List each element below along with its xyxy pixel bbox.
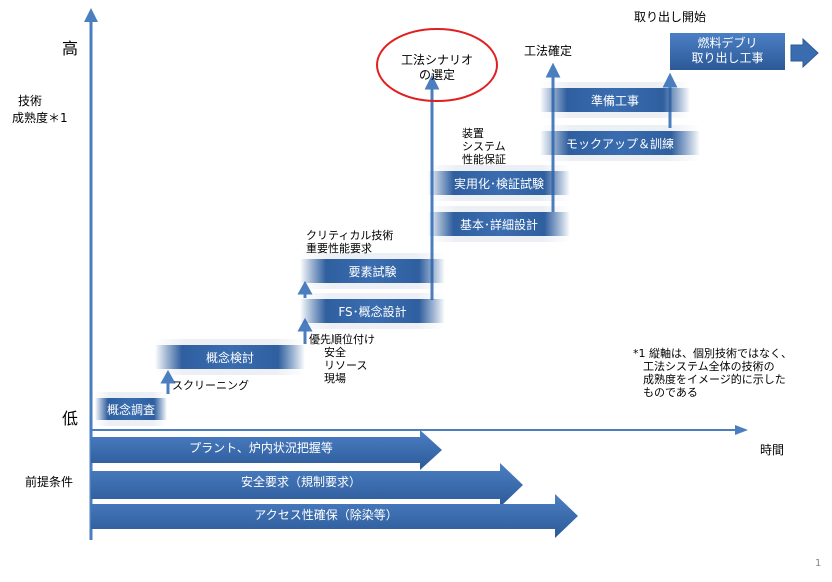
stage-element-test: 要素試験 bbox=[300, 253, 445, 289]
priority-site: 現場 bbox=[324, 372, 346, 385]
footnote-line-3: 成熟度をイメージ的に示した bbox=[643, 373, 786, 386]
scenario-line-2: の選定 bbox=[418, 68, 455, 82]
method-fixed-label: 工法確定 bbox=[524, 44, 573, 58]
continue-arrow-icon bbox=[790, 37, 819, 69]
premise-arrow-3 bbox=[91, 494, 578, 538]
x-axis bbox=[91, 425, 748, 435]
final-box: 燃料デブリ 取り出し工事 bbox=[670, 36, 785, 66]
stage-preparation-work: 準備工事 bbox=[540, 82, 690, 118]
scenario-circle bbox=[376, 28, 498, 102]
critical-perf-label: 重要性能要求 bbox=[306, 242, 372, 255]
stage-detailed-design: 基本･詳細設計 bbox=[428, 206, 570, 242]
footnote: *1 縦軸は、個別技術ではなく、 工法システム全体の技術の 成熟度をイメージ的に… bbox=[633, 347, 792, 399]
y-axis-label-1: 技術 bbox=[18, 94, 43, 108]
priority-label: 優先順位付け bbox=[309, 333, 375, 346]
stage-fs-concept-design: FS･概念設計 bbox=[300, 293, 445, 329]
final-box-line-2: 取り出し工事 bbox=[691, 51, 764, 65]
x-axis-label: 時間 bbox=[760, 443, 785, 457]
footnote-line-1: *1 縦軸は、個別技術ではなく、 bbox=[633, 347, 792, 360]
axis-high: 高 bbox=[62, 39, 79, 58]
system-label: システム bbox=[462, 140, 506, 153]
critical-tech-label: クリティカル技術 bbox=[306, 229, 394, 242]
premise-access: アクセス性確保（除染等） bbox=[254, 508, 398, 522]
scenario-line-1: 工法シナリオ bbox=[400, 53, 473, 67]
premise-safety: 安全要求（規制要求） bbox=[240, 475, 361, 489]
final-box-line-1: 燃料デブリ bbox=[697, 36, 758, 50]
premise-label: 前提条件 bbox=[25, 475, 74, 489]
final-box-bg bbox=[670, 33, 785, 70]
footnote-line-2: 工法システム全体の技術の bbox=[643, 360, 775, 373]
screening-label: スクリーニング bbox=[172, 379, 249, 392]
start-removal-label: 取り出し開始 bbox=[634, 10, 707, 24]
axis-low: 低 bbox=[62, 409, 79, 428]
priority-safety: 安全 bbox=[324, 346, 346, 359]
page-number: 1 bbox=[815, 558, 822, 569]
premise-arrow-2 bbox=[91, 463, 523, 507]
stage-concept-study: 概念検討 bbox=[155, 339, 305, 375]
performance-label: 性能保証 bbox=[462, 153, 506, 166]
stage-verification-test: 実用化･検証試験 bbox=[428, 165, 570, 201]
footnote-line-4: ものである bbox=[643, 386, 698, 399]
premise-plant: プラント、炉内状況把握等 bbox=[189, 441, 333, 455]
premise-arrow-1 bbox=[91, 430, 442, 470]
stage-concept-survey: 概念調査 bbox=[95, 392, 167, 426]
device-label: 装置 bbox=[462, 127, 484, 140]
priority-resource: リソース bbox=[324, 359, 368, 372]
y-axis-label-2: 成熟度＊1 bbox=[12, 111, 68, 125]
stage-mockup-training: モックアップ＆訓練 bbox=[540, 125, 700, 161]
scenario-label: 工法シナリオ の選定 bbox=[377, 53, 497, 83]
